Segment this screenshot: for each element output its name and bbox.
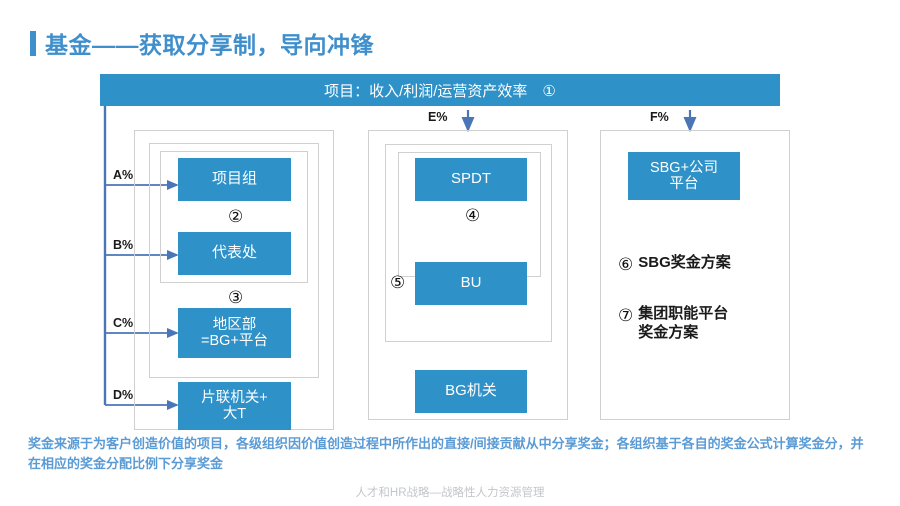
page-title: 基金——获取分享制，导向冲锋 [30,26,374,60]
box-pianlian-organ[interactable]: 片联机关+ 大T [178,382,291,430]
scheme-label-sbg: SBG奖金方案 [638,254,731,271]
marker-2: ② [228,207,244,226]
scheme-label-group: 集团职能平台 奖金方案 [638,305,729,341]
title-accent-bar [30,30,36,56]
pct-label-c: C% [113,316,134,330]
box-bg-organ[interactable]: BG机关 [415,370,527,413]
pct-label-b: B% [113,238,134,252]
left-middle-frame [149,143,319,378]
box-spdt[interactable]: SPDT [415,158,527,201]
box-sbg-company-platform[interactable]: SBG+公司 平台 [628,152,740,200]
footer-note: 人才和HR战略—战略性人力资源管理 [355,487,545,499]
pct-label-a: A% [113,168,134,182]
box-bu[interactable]: BU [415,262,527,305]
middle-middle-frame [385,144,552,342]
marker-6: ⑥ [618,255,634,274]
scheme-row-group: ⑦ 集团职能平台 奖金方案 [618,305,728,343]
marker-7: ⑦ [618,306,634,325]
right-outer-frame [600,130,790,420]
middle-outer-frame [368,130,568,420]
page-title-text: 基金——获取分享制，导向冲锋 [45,32,374,58]
marker-3: ③ [228,288,244,307]
left-inner-frame [160,151,308,283]
box-regional-department[interactable]: 地区部 =BG+平台 [178,308,291,358]
box-project-team[interactable]: 项目组 [178,158,291,201]
box-representative-office[interactable]: 代表处 [178,232,291,275]
pct-label-f: F% [650,110,669,124]
pct-label-e: E% [428,110,448,124]
header-banner: 项目：收入/利润/运营资产效率 ① [100,74,780,106]
pct-label-d: D% [113,388,134,402]
scheme-row-sbg: ⑥ SBG奖金方案 [618,254,731,275]
bottom-caption: 奖金来源于为客户创造价值的项目，各级组织因价值创造过程中所作出的直接/间接贡献从… [28,436,864,472]
marker-5: ⑤ [390,273,406,292]
marker-4: ④ [465,206,481,225]
